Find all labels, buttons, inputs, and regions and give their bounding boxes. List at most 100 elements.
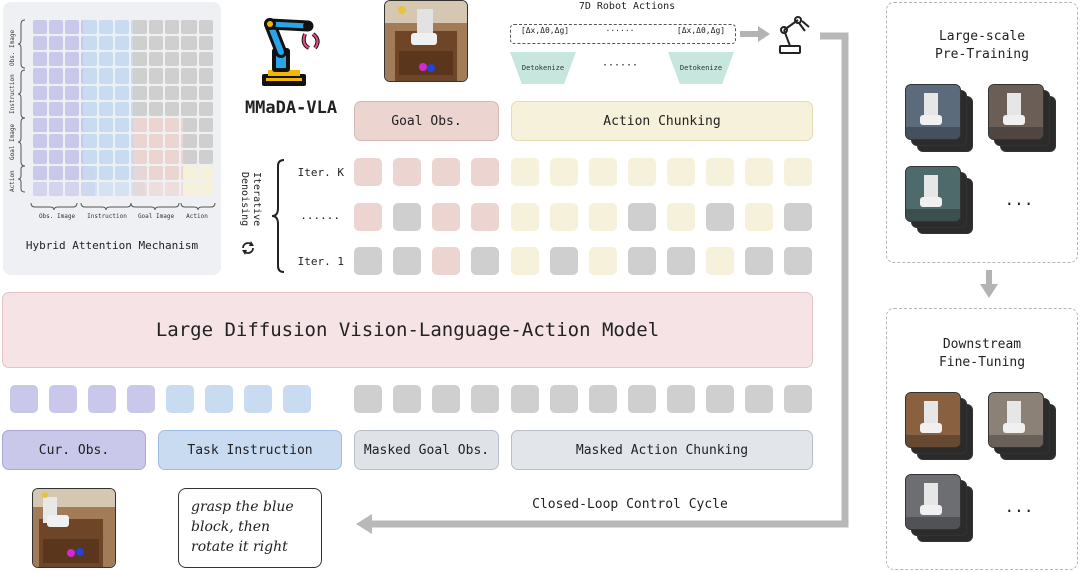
attention-cell: [165, 134, 179, 148]
input-token: [745, 385, 773, 413]
action-token-dots: ······: [605, 26, 635, 35]
denoising-token: [628, 158, 656, 186]
input-token: [354, 385, 382, 413]
denoising-token: [393, 247, 421, 275]
attention-cell: [65, 102, 79, 116]
attention-cell: [199, 182, 213, 196]
col-label-instruction: Instruction: [87, 213, 127, 220]
attention-cell: [133, 70, 147, 84]
attention-cell: [65, 20, 79, 34]
actions-title: 7D Robot Actions: [578, 1, 676, 12]
attention-cell: [33, 150, 47, 164]
denoising-brace: [271, 159, 285, 273]
attention-cell: [33, 36, 47, 50]
attention-cell: [149, 102, 163, 116]
action-token-last: [Δx,Δθ,Δg]: [676, 26, 726, 35]
attention-cell: [165, 86, 179, 100]
denoising-token: [628, 203, 656, 231]
col-label-action: Action: [186, 213, 208, 220]
attention-cell: [133, 102, 147, 116]
task-instruction-label: Task Instruction: [158, 430, 342, 470]
attention-cell: [49, 70, 63, 84]
attention-cell: [165, 182, 179, 196]
attention-cell: [149, 86, 163, 100]
attention-cell: [183, 102, 197, 116]
attention-cell: [149, 52, 163, 66]
attention-cell: [133, 52, 147, 66]
detokenize-dots: ······: [601, 60, 639, 71]
denoising-token: [628, 247, 656, 275]
detokenize-block-first: Detokenize: [510, 52, 576, 84]
input-token: [283, 385, 311, 413]
attention-cell: [183, 52, 197, 66]
pretraining-title-line1: Large-scale: [938, 29, 1026, 44]
attention-cell: [165, 150, 179, 164]
attention-cell: [115, 36, 129, 50]
attention-cell: [49, 36, 63, 50]
attention-cell: [49, 118, 63, 132]
iter-dots-label: ......: [300, 209, 340, 222]
denoising-token: [550, 158, 578, 186]
denoising-token: [745, 158, 773, 186]
cur-obs-label: Cur. Obs.: [2, 430, 146, 470]
attention-cell: [165, 166, 179, 180]
current-observation-photo: [32, 488, 116, 568]
attention-cell: [49, 182, 63, 196]
finetune-thumbnail: [988, 392, 1044, 448]
attention-cell: [183, 182, 197, 196]
attention-cell: [183, 70, 197, 84]
attention-cell: [199, 20, 213, 34]
denoising-token: [432, 158, 460, 186]
input-token: [393, 385, 421, 413]
attention-cell: [133, 20, 147, 34]
attention-cell: [165, 102, 179, 116]
denoising-token: [393, 158, 421, 186]
attention-cell: [49, 134, 63, 148]
denoising-token: [550, 247, 578, 275]
attention-cell: [149, 134, 163, 148]
finetuning-more-dots: ...: [1004, 497, 1034, 516]
iter-k-label: Iter. K: [297, 166, 344, 179]
model-name: MMaDA-VLA: [244, 98, 338, 118]
attention-cell: [99, 70, 113, 84]
attention-cell: [33, 20, 47, 34]
attention-cell: [115, 102, 129, 116]
attention-cell: [65, 150, 79, 164]
attention-cell: [115, 182, 129, 196]
attention-cell: [65, 52, 79, 66]
attention-cell: [65, 36, 79, 50]
attention-cell: [199, 70, 213, 84]
attention-cell: [183, 166, 197, 180]
attention-cell: [99, 166, 113, 180]
pretrain-thumbnail: [905, 84, 961, 140]
attention-cell: [133, 134, 147, 148]
input-token: [166, 385, 194, 413]
pretrain-thumbnail: [905, 166, 961, 222]
attention-cell: [133, 36, 147, 50]
denoising-token: [706, 203, 734, 231]
attention-cell: [49, 52, 63, 66]
attention-cell: [183, 86, 197, 100]
attention-cell: [133, 166, 147, 180]
denoising-token: [550, 203, 578, 231]
denoising-token: [354, 203, 382, 231]
input-token: [471, 385, 499, 413]
denoising-token: [432, 203, 460, 231]
attention-cell: [33, 86, 47, 100]
attention-cell: [149, 70, 163, 84]
input-token: [667, 385, 695, 413]
attention-cell: [183, 36, 197, 50]
attention-cell: [165, 20, 179, 34]
attention-cell: [83, 118, 97, 132]
attention-cell: [149, 20, 163, 34]
attention-cell: [165, 52, 179, 66]
denoising-token: [432, 247, 460, 275]
attention-cell: [149, 36, 163, 50]
pretraining-title: Large-scale Pre-Training: [886, 28, 1078, 64]
goal-observation-photo: [384, 0, 468, 82]
attention-cell: [65, 182, 79, 196]
pretraining-title-line2: Pre-Training: [935, 47, 1029, 62]
attention-cell: [65, 86, 79, 100]
finetune-thumbnail: [905, 474, 961, 530]
robot-arm-icon: [262, 18, 320, 86]
